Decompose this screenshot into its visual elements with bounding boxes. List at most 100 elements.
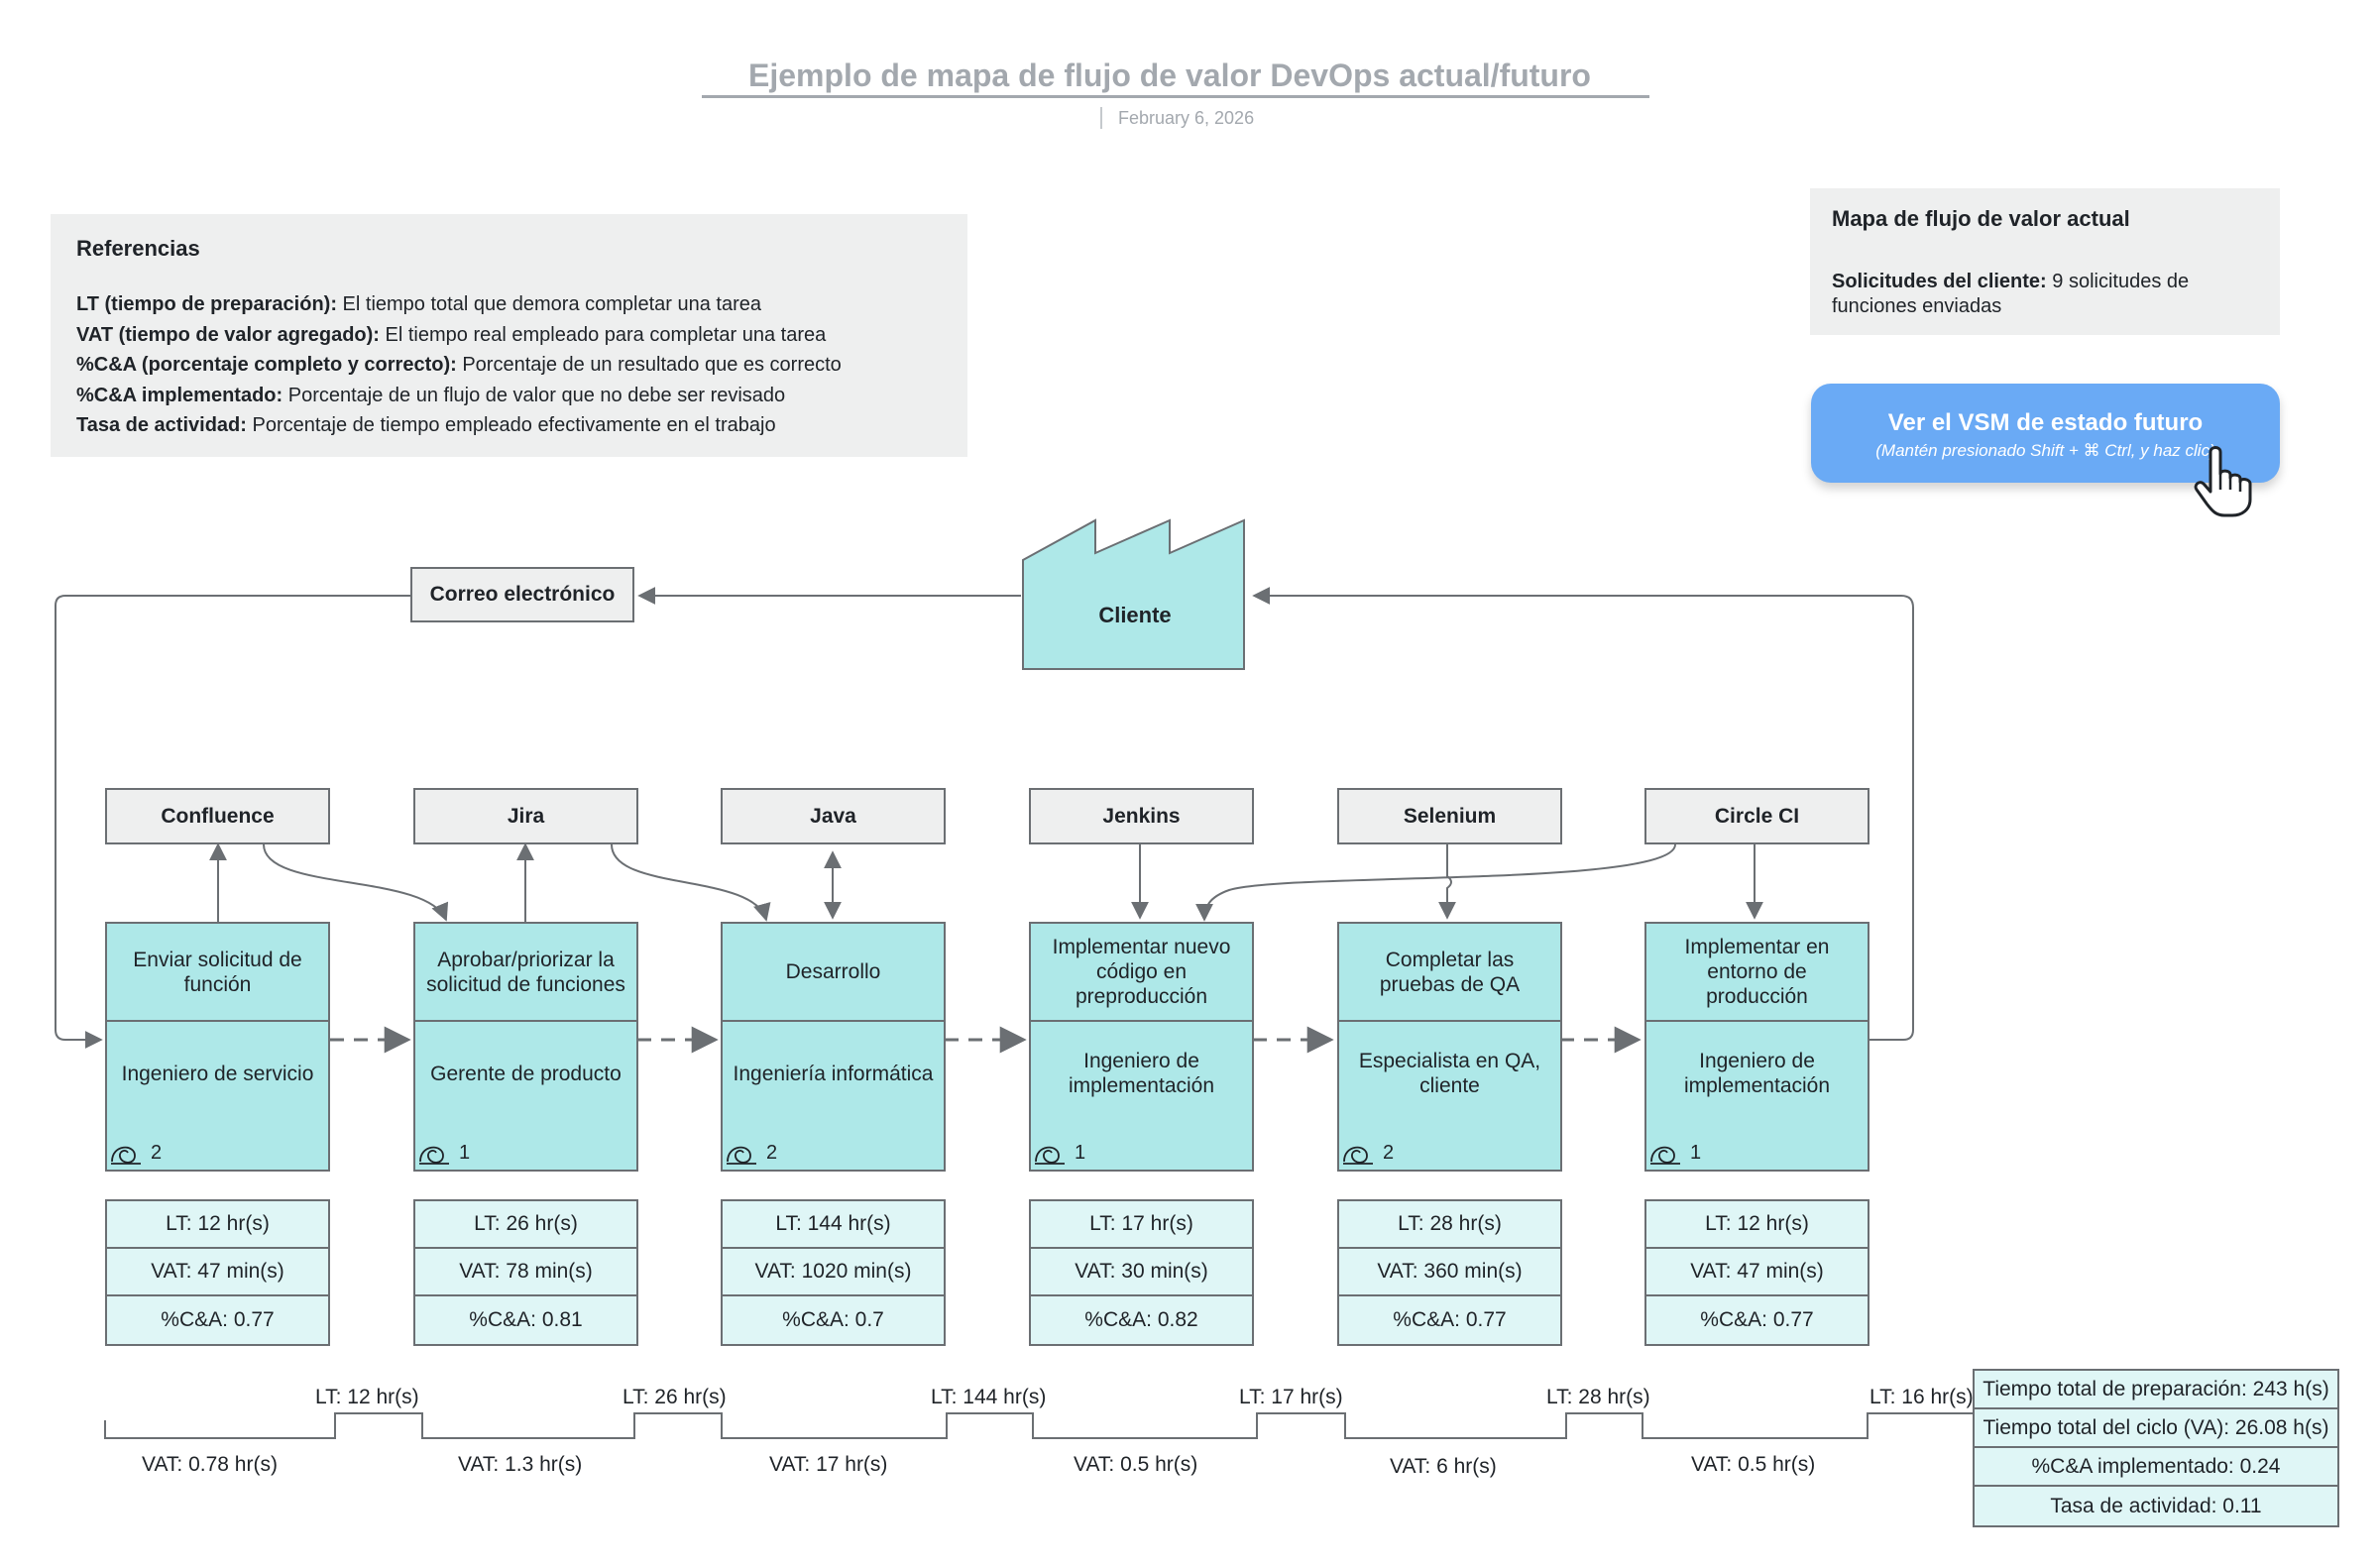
future-state-button[interactable]: Ver el VSM de estado futuro (Mantén pres… <box>1811 384 2280 483</box>
operator-count: 2 <box>1341 1140 1394 1166</box>
process-role: Ingeniero de implementación <box>1683 1050 1831 1097</box>
process-role: Ingeniería informática <box>733 1062 934 1085</box>
operator-icon <box>1035 1146 1065 1165</box>
operator-count: 1 <box>417 1140 470 1166</box>
future-state-button-hint: (Mantén presionado Shift + ⌘ Ctrl, y haz… <box>1875 441 2215 460</box>
process-role: Gerente de producto <box>430 1062 622 1085</box>
reference-term: %C&A implementado: <box>76 384 283 406</box>
process-box: Completar las pruebas de QA Especialista… <box>1337 922 1562 1172</box>
process-metrics: LT: 26 hr(s) VAT: 78 min(s) %C&A: 0.81 <box>413 1199 638 1346</box>
process-task: Aprobar/priorizar la solicitud de funcio… <box>415 924 636 1022</box>
reference-row: VAT (tiempo de valor agregado): El tiemp… <box>76 320 942 351</box>
operator-icon <box>1343 1146 1373 1165</box>
metric-vat: VAT: 1020 min(s) <box>723 1249 944 1296</box>
tool-jira: Jira <box>413 788 638 844</box>
metric-ca: %C&A: 0.77 <box>161 1308 275 1331</box>
summary-total-lead-time: Tiempo total de preparación: 243 h(s) <box>1975 1371 2337 1409</box>
reference-term: LT (tiempo de preparación): <box>76 293 337 315</box>
metric-vat: VAT: 47 min(s) <box>107 1249 328 1296</box>
metric-lt: LT: 17 hr(s) <box>1031 1201 1252 1249</box>
metric-ca: %C&A: 0.7 <box>782 1308 884 1331</box>
reference-row: LT (tiempo de preparación): El tiempo to… <box>76 289 942 320</box>
operator-count: 1 <box>1648 1140 1701 1166</box>
reference-desc: Porcentaje de un flujo de valor que no d… <box>283 384 786 406</box>
reference-term: VAT (tiempo de valor agregado): <box>76 323 380 346</box>
process-box: Desarrollo Ingeniería informática 2 <box>721 922 946 1172</box>
process-task: Implementar en entorno de producción <box>1646 924 1868 1022</box>
email-box: Correo electrónico <box>410 567 634 622</box>
process-task: Enviar solicitud de función <box>107 924 328 1022</box>
operator-count-value: 1 <box>1075 1141 1086 1164</box>
operator-count: 2 <box>109 1140 162 1166</box>
tool-jenkins: Jenkins <box>1029 788 1254 844</box>
timeline-vat: VAT: 17 hr(s) <box>769 1453 888 1476</box>
process-task: Desarrollo <box>723 924 944 1022</box>
metric-vat: VAT: 78 min(s) <box>415 1249 636 1296</box>
process-role: Especialista en QA, cliente <box>1358 1050 1541 1097</box>
process-role: Ingeniero de servicio <box>121 1062 314 1085</box>
operator-count: 2 <box>725 1140 777 1166</box>
metric-ca: %C&A: 0.77 <box>1393 1308 1507 1331</box>
process-metrics: LT: 12 hr(s) VAT: 47 min(s) %C&A: 0.77 <box>105 1199 330 1346</box>
reference-desc: Porcentaje de un resultado que es correc… <box>456 354 842 376</box>
process-metrics: LT: 144 hr(s) VAT: 1020 min(s) %C&A: 0.7 <box>721 1199 946 1346</box>
tool-circle-ci: Circle CI <box>1644 788 1869 844</box>
page-title: Ejemplo de mapa de flujo de valor DevOps… <box>748 57 1591 93</box>
operator-icon <box>419 1146 449 1165</box>
process-role: Ingeniero de implementación <box>1068 1050 1215 1097</box>
references-panel: Referencias LT (tiempo de preparación): … <box>51 214 967 457</box>
current-state-panel: Mapa de flujo de valor actual Solicitude… <box>1810 188 2280 335</box>
reference-row: Tasa de actividad: Porcentaje de tiempo … <box>76 410 942 441</box>
customer-requests-desc: 9 solicitudes de funciones enviadas <box>1832 271 2190 317</box>
metric-ca: %C&A: 0.81 <box>469 1308 583 1331</box>
reference-term: %C&A (porcentaje completo y correcto): <box>76 354 457 376</box>
page-date: February 6, 2026 <box>1100 107 1299 129</box>
process-metrics: LT: 12 hr(s) VAT: 47 min(s) %C&A: 0.77 <box>1644 1199 1869 1346</box>
metric-lt: LT: 12 hr(s) <box>107 1201 328 1249</box>
operator-count-value: 1 <box>1690 1141 1702 1164</box>
metric-ca: %C&A: 0.77 <box>1700 1308 1814 1331</box>
reference-term: Tasa de actividad: <box>76 414 247 436</box>
operator-icon <box>727 1146 756 1165</box>
metric-vat: VAT: 47 min(s) <box>1646 1249 1868 1296</box>
timeline-lt: LT: 17 hr(s) <box>1239 1386 1343 1408</box>
summary-total-cycle-time: Tiempo total del ciclo (VA): 26.08 h(s) <box>1975 1409 2337 1448</box>
process-box: Aprobar/priorizar la solicitud de funcio… <box>413 922 638 1172</box>
timeline-vat: VAT: 0.78 hr(s) <box>142 1453 278 1476</box>
customer-label: Cliente <box>1098 603 1172 627</box>
customer-requests-term: Solicitudes del cliente: <box>1832 271 2047 292</box>
operator-count-value: 2 <box>151 1141 163 1164</box>
operator-count-value: 1 <box>459 1141 471 1164</box>
process-task: Completar las pruebas de QA <box>1339 924 1560 1022</box>
pointer-hand-icon <box>2194 446 2252 517</box>
timeline-lt: LT: 28 hr(s) <box>1546 1386 1650 1408</box>
process-metrics: LT: 28 hr(s) VAT: 360 min(s) %C&A: 0.77 <box>1337 1199 1562 1346</box>
current-state-heading: Mapa de flujo de valor actual <box>1832 206 2130 231</box>
future-state-button-label: Ver el VSM de estado futuro <box>1887 409 2204 436</box>
metric-lt: LT: 144 hr(s) <box>723 1201 944 1249</box>
timeline-lt: LT: 16 hr(s) <box>1869 1386 1974 1408</box>
process-box: Implementar nuevo código en preproducció… <box>1029 922 1254 1172</box>
metric-lt: LT: 12 hr(s) <box>1646 1201 1868 1249</box>
operator-count-value: 2 <box>766 1141 778 1164</box>
summary-activity-ratio: Tasa de actividad: 0.11 <box>2050 1494 2262 1517</box>
metric-vat: VAT: 30 min(s) <box>1031 1249 1252 1296</box>
summary-table: Tiempo total de preparación: 243 h(s) Ti… <box>1973 1369 2339 1527</box>
metric-ca: %C&A: 0.82 <box>1084 1308 1198 1331</box>
metric-lt: LT: 26 hr(s) <box>415 1201 636 1249</box>
operator-icon <box>1650 1146 1680 1165</box>
process-box: Implementar en entorno de producción Ing… <box>1644 922 1869 1172</box>
title-underline <box>702 95 1649 98</box>
timeline-vat: VAT: 1.3 hr(s) <box>458 1453 583 1476</box>
metric-lt: LT: 28 hr(s) <box>1339 1201 1560 1249</box>
reference-desc: Porcentaje de tiempo empleado efectivame… <box>246 414 776 436</box>
operator-count-value: 2 <box>1383 1141 1395 1164</box>
factory-icon <box>1022 518 1245 670</box>
process-metrics: LT: 17 hr(s) VAT: 30 min(s) %C&A: 0.82 <box>1029 1199 1254 1346</box>
timeline-vat: VAT: 0.5 hr(s) <box>1074 1453 1198 1476</box>
operator-icon <box>111 1146 141 1165</box>
timeline-lt: LT: 26 hr(s) <box>623 1386 727 1408</box>
timeline-lt: LT: 144 hr(s) <box>931 1386 1047 1408</box>
process-box: Enviar solicitud de función Ingeniero de… <box>105 922 330 1172</box>
